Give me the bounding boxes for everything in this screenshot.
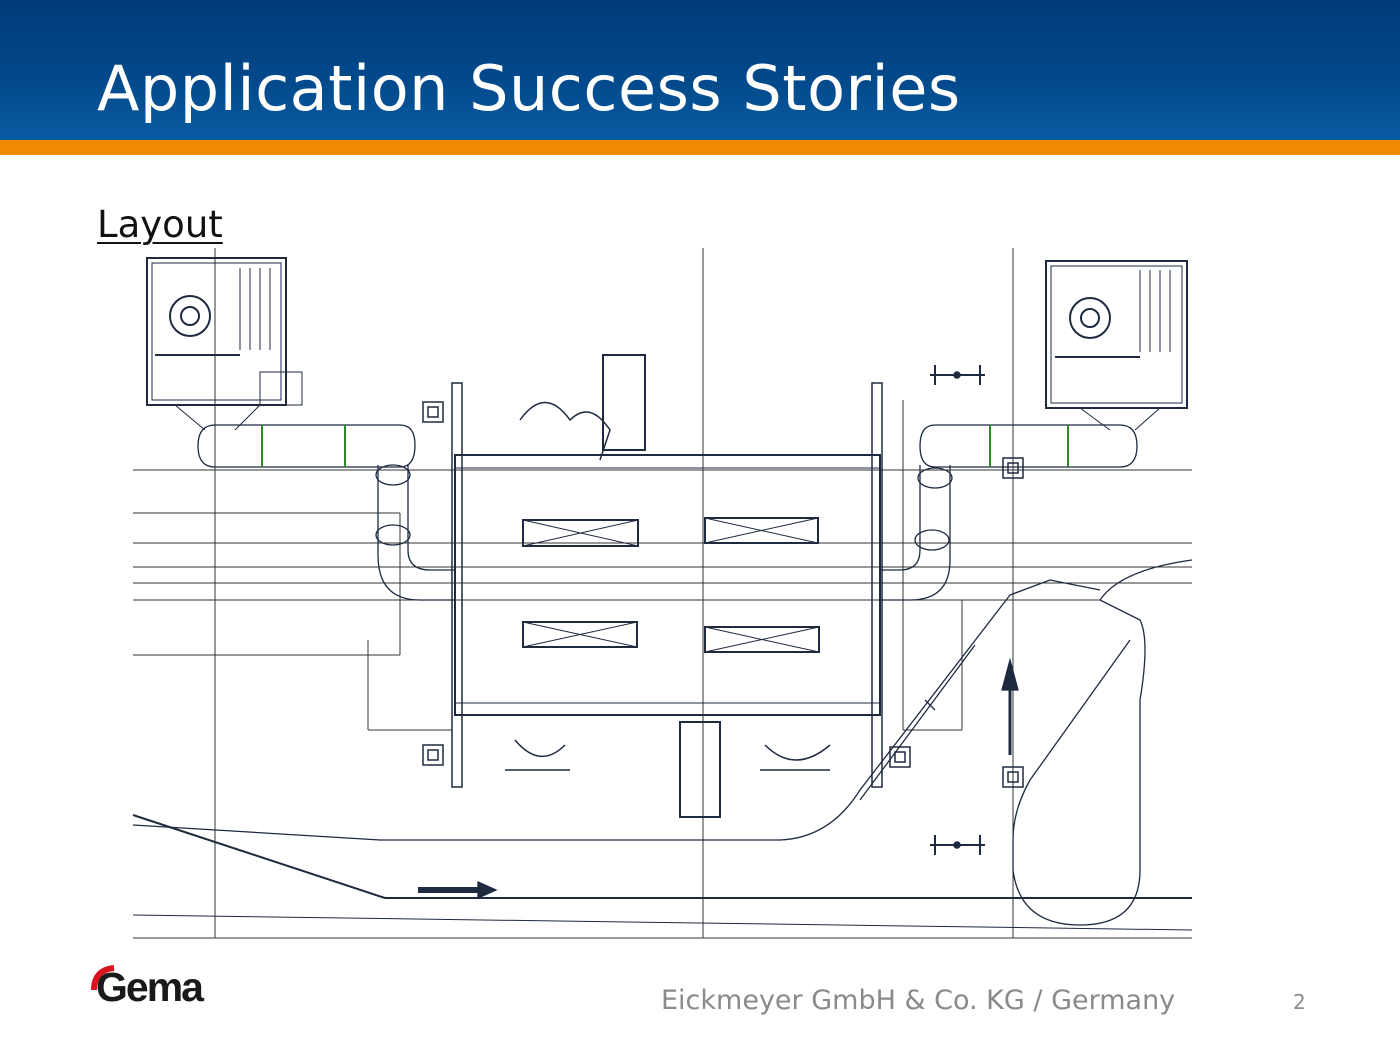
footer-company: Eickmeyer GmbH & Co. KG / Germany: [661, 985, 1176, 1016]
grid-markers: [422, 365, 1024, 855]
logo-text: Gema: [96, 964, 204, 1010]
grid-lines: [133, 248, 1192, 939]
section-heading: Layout: [97, 203, 223, 246]
slide-title: Application Success Stories: [97, 52, 961, 125]
fan-unit-left: [146, 257, 303, 431]
booth: [451, 354, 883, 818]
logo-arc-icon: [91, 965, 115, 991]
conveyor: [132, 559, 1193, 931]
gema-logo: Gema: [88, 962, 218, 1012]
slide-header: [0, 0, 1400, 140]
fan-unit-right: [1045, 260, 1188, 431]
header-accent-bar: [0, 140, 1400, 155]
ducts: [197, 424, 1138, 601]
page-number: 2: [1293, 990, 1306, 1014]
